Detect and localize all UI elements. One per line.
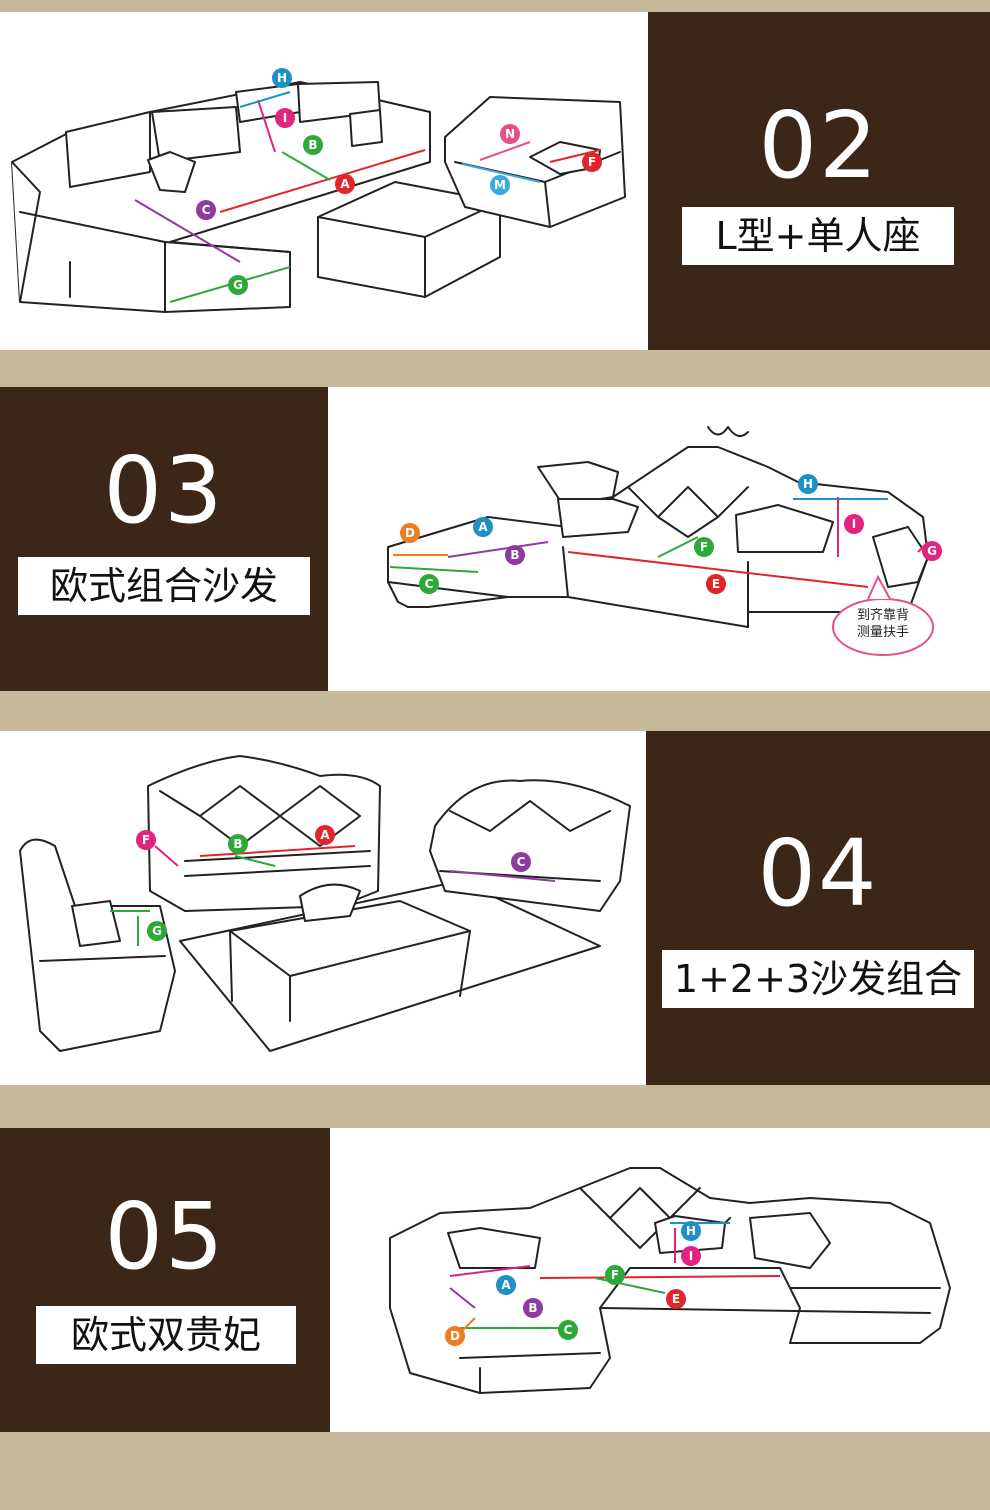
marker-i: I	[681, 1246, 701, 1266]
section-number: 04	[757, 820, 879, 927]
marker-b: B	[303, 135, 323, 155]
marker-c: C	[419, 574, 439, 594]
svg-text:E: E	[672, 1292, 680, 1306]
marker-a: A	[473, 517, 493, 537]
sofa-illustration-1-2-3-combination: F B A C G	[0, 731, 646, 1085]
marker-i: I	[844, 514, 864, 534]
svg-text:B: B	[510, 548, 519, 562]
marker-g: G	[147, 921, 167, 941]
marker-h: H	[798, 474, 818, 494]
svg-text:A: A	[320, 828, 330, 842]
marker-f: F	[605, 1265, 625, 1285]
svg-text:G: G	[233, 278, 243, 292]
svg-text:F: F	[142, 833, 150, 847]
svg-text:D: D	[405, 526, 415, 540]
svg-text:B: B	[233, 837, 242, 851]
marker-f: F	[582, 152, 602, 172]
note-line-1: 到齐靠背	[856, 608, 909, 623]
sofa-illustration-l-shape-single-seat: A B C G H I M N F	[0, 12, 648, 350]
svg-text:B: B	[528, 1301, 537, 1315]
marker-e: E	[706, 574, 726, 594]
marker-b: B	[228, 834, 248, 854]
svg-text:F: F	[588, 155, 596, 169]
svg-text:F: F	[611, 1268, 619, 1282]
marker-e: E	[666, 1289, 686, 1309]
marker-f: F	[136, 830, 156, 850]
sofa-illustration-european-combination: 到齐靠背 测量扶手 D A B C F E H I G	[328, 387, 990, 691]
marker-b: B	[505, 545, 525, 565]
marker-g: G	[922, 541, 942, 561]
marker-f: F	[694, 537, 714, 557]
svg-text:A: A	[501, 1278, 511, 1292]
section-02-panel: 02 L型+单人座	[648, 12, 990, 350]
section-label: 欧式组合沙发	[18, 557, 310, 615]
svg-text:G: G	[152, 924, 162, 938]
marker-c: C	[511, 852, 531, 872]
svg-text:C: C	[202, 203, 211, 217]
svg-text:I: I	[689, 1249, 693, 1263]
note-line-2: 测量扶手	[856, 625, 909, 640]
section-label: L型+单人座	[682, 207, 954, 265]
svg-text:H: H	[686, 1224, 696, 1238]
svg-text:C: C	[425, 577, 434, 591]
marker-d: D	[400, 523, 420, 543]
marker-b: B	[523, 1298, 543, 1318]
marker-i: I	[275, 108, 295, 128]
svg-text:A: A	[340, 177, 350, 191]
svg-text:D: D	[450, 1329, 460, 1343]
svg-text:G: G	[927, 544, 937, 558]
sofa-diagram-03	[387, 426, 934, 656]
marker-c: C	[558, 1320, 578, 1340]
svg-text:C: C	[564, 1323, 573, 1337]
svg-text:N: N	[505, 127, 515, 141]
marker-c: C	[196, 200, 216, 220]
sofa-illustration-european-double-chaise: A B C D F E H I	[330, 1128, 990, 1432]
marker-layer-02: A B C G H I M N F	[196, 68, 602, 295]
marker-layer-03: D A B C F E H I G	[400, 474, 942, 594]
section-label: 1+2+3沙发组合	[662, 950, 974, 1008]
svg-text:A: A	[478, 520, 488, 534]
section-04-panel: 04 1+2+3沙发组合	[646, 731, 990, 1085]
marker-layer-05: A B C D F E H I	[445, 1221, 701, 1346]
sofa-diagram-02	[11, 81, 626, 313]
marker-d: D	[445, 1326, 465, 1346]
marker-a: A	[496, 1275, 516, 1295]
svg-text:B: B	[308, 138, 317, 152]
section-number: 03	[103, 437, 225, 544]
svg-text:E: E	[712, 577, 720, 591]
note-bubble: 到齐靠背 测量扶手	[833, 607, 933, 641]
marker-g: G	[228, 275, 248, 295]
section-05-panel: 05 欧式双贵妃	[0, 1128, 330, 1432]
marker-n: N	[500, 124, 520, 144]
svg-text:F: F	[700, 540, 708, 554]
marker-m: M	[490, 175, 510, 195]
section-label: 欧式双贵妃	[36, 1306, 296, 1364]
section-number: 05	[104, 1183, 226, 1290]
section-05: 05 欧式双贵妃 A B C D F	[0, 1128, 990, 1432]
svg-text:I: I	[283, 111, 287, 125]
svg-text:I: I	[852, 517, 856, 531]
section-04: F B A C G 04 1+2+3沙发组合	[0, 731, 990, 1085]
marker-h: H	[681, 1221, 701, 1241]
section-number: 02	[758, 92, 880, 199]
svg-text:M: M	[494, 178, 506, 192]
section-03-panel: 03 欧式组合沙发	[0, 387, 328, 691]
marker-a: A	[335, 174, 355, 194]
section-02: A B C G H I M N F 02 L型+单人座	[0, 12, 990, 350]
svg-text:H: H	[803, 477, 813, 491]
marker-h: H	[272, 68, 292, 88]
marker-a: A	[315, 825, 335, 845]
section-03: 03 欧式组合沙发	[0, 387, 990, 691]
marker-layer-04: F B A C G	[136, 825, 531, 941]
svg-text:H: H	[277, 71, 287, 85]
svg-text:C: C	[517, 855, 526, 869]
sofa-diagram-04	[19, 755, 631, 1052]
